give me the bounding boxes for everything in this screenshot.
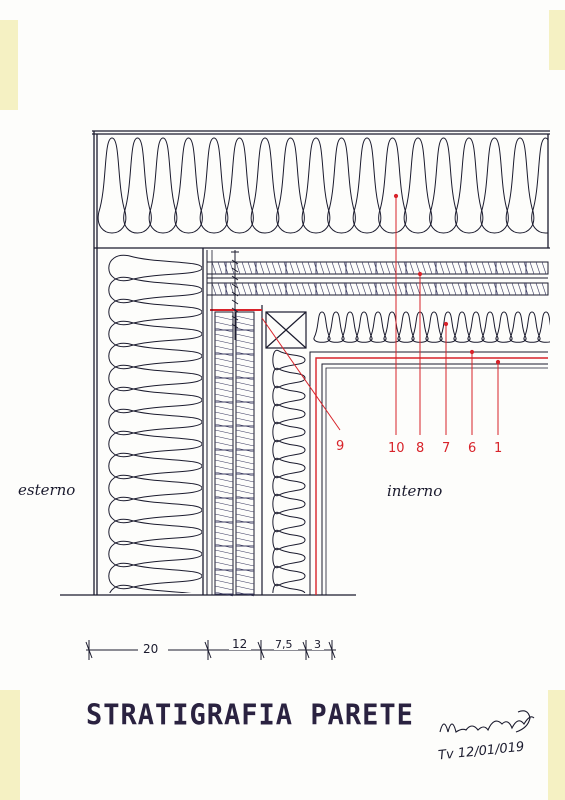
top-insulation-layer [97,137,548,234]
insulation-cloud [403,137,433,234]
callout-8: 8 [416,441,424,456]
insulation-cloud [108,452,202,480]
insulation-cloud [272,439,306,461]
insulation-cloud [250,137,280,234]
insulation-cloud [108,276,202,304]
callout-1: 1 [494,441,502,456]
insulation-cloud [439,311,457,343]
insulation-cloud [327,311,345,343]
dimension-3: 3 [314,638,321,651]
vertical-brick-layer [214,311,255,597]
dimension-labels: 20 12 7,5 3 [138,636,324,656]
interior-finish-layers [206,250,548,595]
insulation-cloud [199,137,229,234]
dimension-12: 12 [232,637,247,651]
insulation-cloud [225,137,254,234]
interior-insulation-layer [313,311,550,343]
tape-top-right [549,10,565,70]
insulation-cloud [313,311,331,343]
insulation-cloud [108,364,202,392]
insulation-cloud [272,547,306,569]
insulation-cloud [108,474,202,502]
tape-bottom-left [0,690,20,800]
interior-label: interno [387,482,443,500]
callout-6: 6 [468,441,476,456]
insulation-cloud [272,457,306,479]
horizontal-timber-panel [206,261,549,296]
insulation-cloud [355,311,373,343]
insulation-cloud [97,137,127,234]
insulation-cloud [272,349,306,371]
vertical-insulation-layer [272,349,306,593]
insulation-cloud [495,311,513,343]
insulation-cloud [272,511,306,533]
insulation-cloud [108,430,202,458]
exterior-label: esterno [18,481,76,499]
insulation-cloud [523,311,541,343]
callout-9: 9 [336,439,344,454]
dimension-line [85,640,336,660]
insulation-cloud [272,583,306,593]
insulation-cloud [272,367,306,389]
insulation-cloud [272,475,306,497]
drawing-title: STRATIGRAFIA PARETE [86,699,414,732]
tape-top-left [0,20,18,110]
insulation-cloud [148,137,178,234]
insulation-cloud [108,408,202,436]
insulation-cloud [109,584,192,593]
insulation-cloud [272,385,306,407]
insulation-cloud [505,137,535,234]
dimension-7-5: 7,5 [275,638,293,651]
section-outline [60,130,550,596]
insulation-cloud [272,493,306,515]
insulation-cloud [276,137,305,234]
insulation-cloud [537,311,550,343]
insulation-cloud [108,562,202,590]
insulation-cloud [429,137,458,234]
insulation-cloud [352,137,382,234]
insulation-cloud [108,320,202,348]
insulation-cloud [453,311,471,343]
insulation-cloud [108,254,202,282]
callout-numbers: 9 10 8 7 6 1 [336,439,502,456]
insulation-cloud [272,529,306,551]
screw-icon [231,250,239,340]
tape-bottom-right [548,690,565,800]
insulation-cloud [174,137,203,234]
insulation-cloud [378,137,407,234]
insulation-cloud [425,311,443,343]
insulation-cloud [272,421,306,443]
insulation-cloud [369,311,387,343]
insulation-cloud [481,311,499,343]
insulation-cloud [397,311,415,343]
insulation-cloud [454,137,484,234]
insulation-cloud [509,311,527,343]
insulation-cloud [272,565,306,587]
insulation-cloud [467,311,485,343]
insulation-cloud [480,137,509,234]
insulation-cloud [123,137,152,234]
insulation-cloud [301,137,331,234]
signature-scribble [439,710,535,733]
dimension-20: 20 [143,642,158,656]
insulation-cloud [531,137,548,234]
insulation-cloud [108,496,202,524]
callout-leaders [261,193,501,435]
insulation-cloud [108,342,202,370]
insulation-cloud [341,311,359,343]
insulation-cloud [327,137,356,234]
insulation-cloud [272,403,306,425]
insulation-cloud [108,540,202,568]
timber-post-cross-section [261,305,307,595]
insulation-cloud [108,298,202,326]
insulation-cloud [108,518,202,546]
callout-10: 10 [388,441,405,456]
exterior-insulation-layer [108,254,202,593]
callout-7: 7 [442,441,450,456]
insulation-cloud [108,386,202,414]
